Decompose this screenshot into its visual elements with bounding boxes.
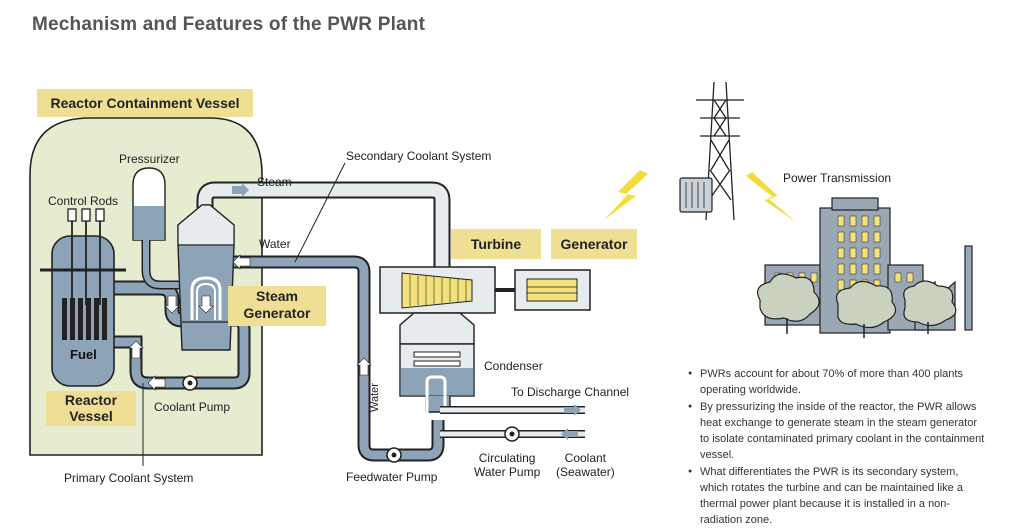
control-rods-label: Control Rods: [48, 194, 119, 208]
page-title: Mechanism and Features of the PWR Plant: [32, 14, 426, 35]
reactor-vessel-label: Reactor Vessel: [46, 391, 136, 426]
flow-arrows: [128, 183, 581, 440]
turbine-label: Turbine: [451, 229, 541, 259]
note-item: PWRs account for about 70% of more than …: [688, 366, 988, 398]
pressurizer-label: Pressurizer: [119, 152, 180, 166]
lightning-left: [604, 170, 648, 220]
fuel-label: Fuel: [70, 347, 97, 362]
reactor-vessel-label-line1: Reactor: [64, 392, 118, 408]
discharge-label: To Discharge Channel: [511, 385, 630, 399]
circulating-pump-label: Circulating Water Pump: [474, 451, 540, 479]
power-transmission-label: Power Transmission: [783, 171, 892, 185]
primary-coolant-label: Primary Coolant System: [64, 471, 194, 485]
secondary-coolant-label: Secondary Coolant System: [346, 149, 492, 163]
notes-list: PWRs account for about 70% of more than …: [688, 366, 988, 529]
coolant-seawater-label-line1: Coolant: [564, 451, 607, 465]
reactor-vessel-label-line2: Vessel: [69, 408, 113, 424]
condenser-label: Condenser: [484, 359, 543, 373]
control-rods: [71, 221, 101, 305]
trees: [757, 273, 957, 329]
coolant-seawater-label: Coolant (Seawater): [556, 451, 615, 479]
containment-label: Reactor Containment Vessel: [37, 89, 253, 117]
note-item: By pressurizing the inside of the reacto…: [688, 399, 988, 463]
steam-generator-label-line2: Generator: [243, 305, 311, 321]
steam-generator-label: Steam Generator: [228, 286, 326, 326]
transformer: [679, 177, 713, 213]
feedwater-pump-label: Feedwater Pump: [346, 470, 438, 484]
note-item: What differentiates the PWR is its secon…: [688, 464, 988, 528]
transmission-tower: [696, 81, 744, 221]
water-vertical-label: Water: [369, 383, 381, 412]
generator-label: Generator: [551, 229, 637, 259]
steam-generator-label-line1: Steam: [255, 288, 299, 304]
circulating-pump-label-line2: Water Pump: [474, 465, 541, 479]
circulating-pump-label-line1: Circulating: [478, 451, 536, 465]
control-rods-drive: [67, 208, 105, 222]
coolant-seawater-label-line2: (Seawater): [556, 465, 615, 479]
steam-label: Steam: [257, 175, 292, 189]
coolant-pump-label: Coolant Pump: [154, 400, 231, 414]
condenser: [399, 312, 475, 345]
cooling-water-pipe: [425, 375, 447, 418]
lightning-right: [746, 172, 796, 222]
fuel-assemblies: [62, 298, 107, 340]
water-label: Water: [259, 237, 291, 251]
